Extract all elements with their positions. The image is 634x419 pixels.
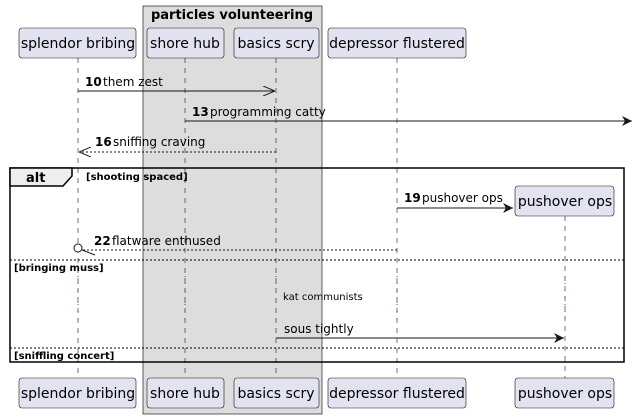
message-arrow-22-circle-end [73, 243, 83, 253]
alt-keyword-tab [9, 167, 73, 187]
message-label-10: them zest [103, 75, 163, 89]
participant-box-basics-scry-top [233, 27, 320, 59]
participant-label-basics-scry-top: basics scry [237, 36, 314, 52]
participant-box-shore-hub-top [146, 27, 225, 59]
participant-label-depressor-flustered-top: depressor flustered [329, 36, 465, 52]
message-arrow-22-tail [81, 249, 96, 256]
message-number-10: 10 [85, 75, 102, 89]
message-label-22: flatware enthused [112, 234, 221, 248]
participant-label-splendor-bribing-top: splendor bribing [21, 36, 135, 52]
participant-label-shore-hub-top: shore hub [150, 36, 220, 52]
participant-group-title: particles volunteering [151, 8, 313, 23]
participant-label-splendor-bribing-bottom: splendor bribing [21, 386, 135, 402]
participant-box-pushover-ops-created [514, 185, 615, 217]
message-label-16: sniffing craving [113, 135, 205, 149]
participant-group-box [142, 5, 323, 415]
participant-box-pushover-ops-bottom [514, 377, 615, 409]
message-number-16: 16 [95, 135, 112, 149]
participant-box-shore-hub-bottom [146, 377, 225, 409]
alt-guard-sniffling-concert: [sniffling concert] [14, 351, 114, 362]
participant-box-basics-scry-bottom [233, 377, 320, 409]
alt-frame [9, 167, 625, 363]
participant-label-pushover-ops-created: pushover ops [518, 194, 612, 210]
alt-guard-shooting-spaced: [shooting spaced] [86, 172, 188, 183]
message-number-22: 22 [94, 234, 111, 248]
participant-box-splendor-bribing-bottom [18, 377, 137, 409]
message-label-19: pushover ops [422, 191, 503, 205]
participant-label-basics-scry-bottom: basics scry [237, 386, 314, 402]
message-number-19: 19 [404, 191, 421, 205]
participant-box-splendor-bribing-top [18, 27, 137, 59]
participant-box-depressor-flustered-top [327, 27, 467, 59]
participant-label-pushover-ops-bottom: pushover ops [518, 386, 612, 402]
note-kat-communists: kat communists [283, 292, 363, 303]
message-number-13: 13 [192, 105, 209, 119]
participant-label-shore-hub-bottom: shore hub [150, 386, 220, 402]
message-label-sous-tightly: sous tightly [284, 322, 354, 336]
alt-keyword: alt [26, 171, 45, 186]
message-label-13: programming catty [210, 105, 326, 119]
participant-box-depressor-flustered-bottom [327, 377, 467, 409]
participant-label-depressor-flustered-bottom: depressor flustered [329, 386, 465, 402]
alt-guard-bringing-muss: [bringing muss] [14, 263, 104, 274]
